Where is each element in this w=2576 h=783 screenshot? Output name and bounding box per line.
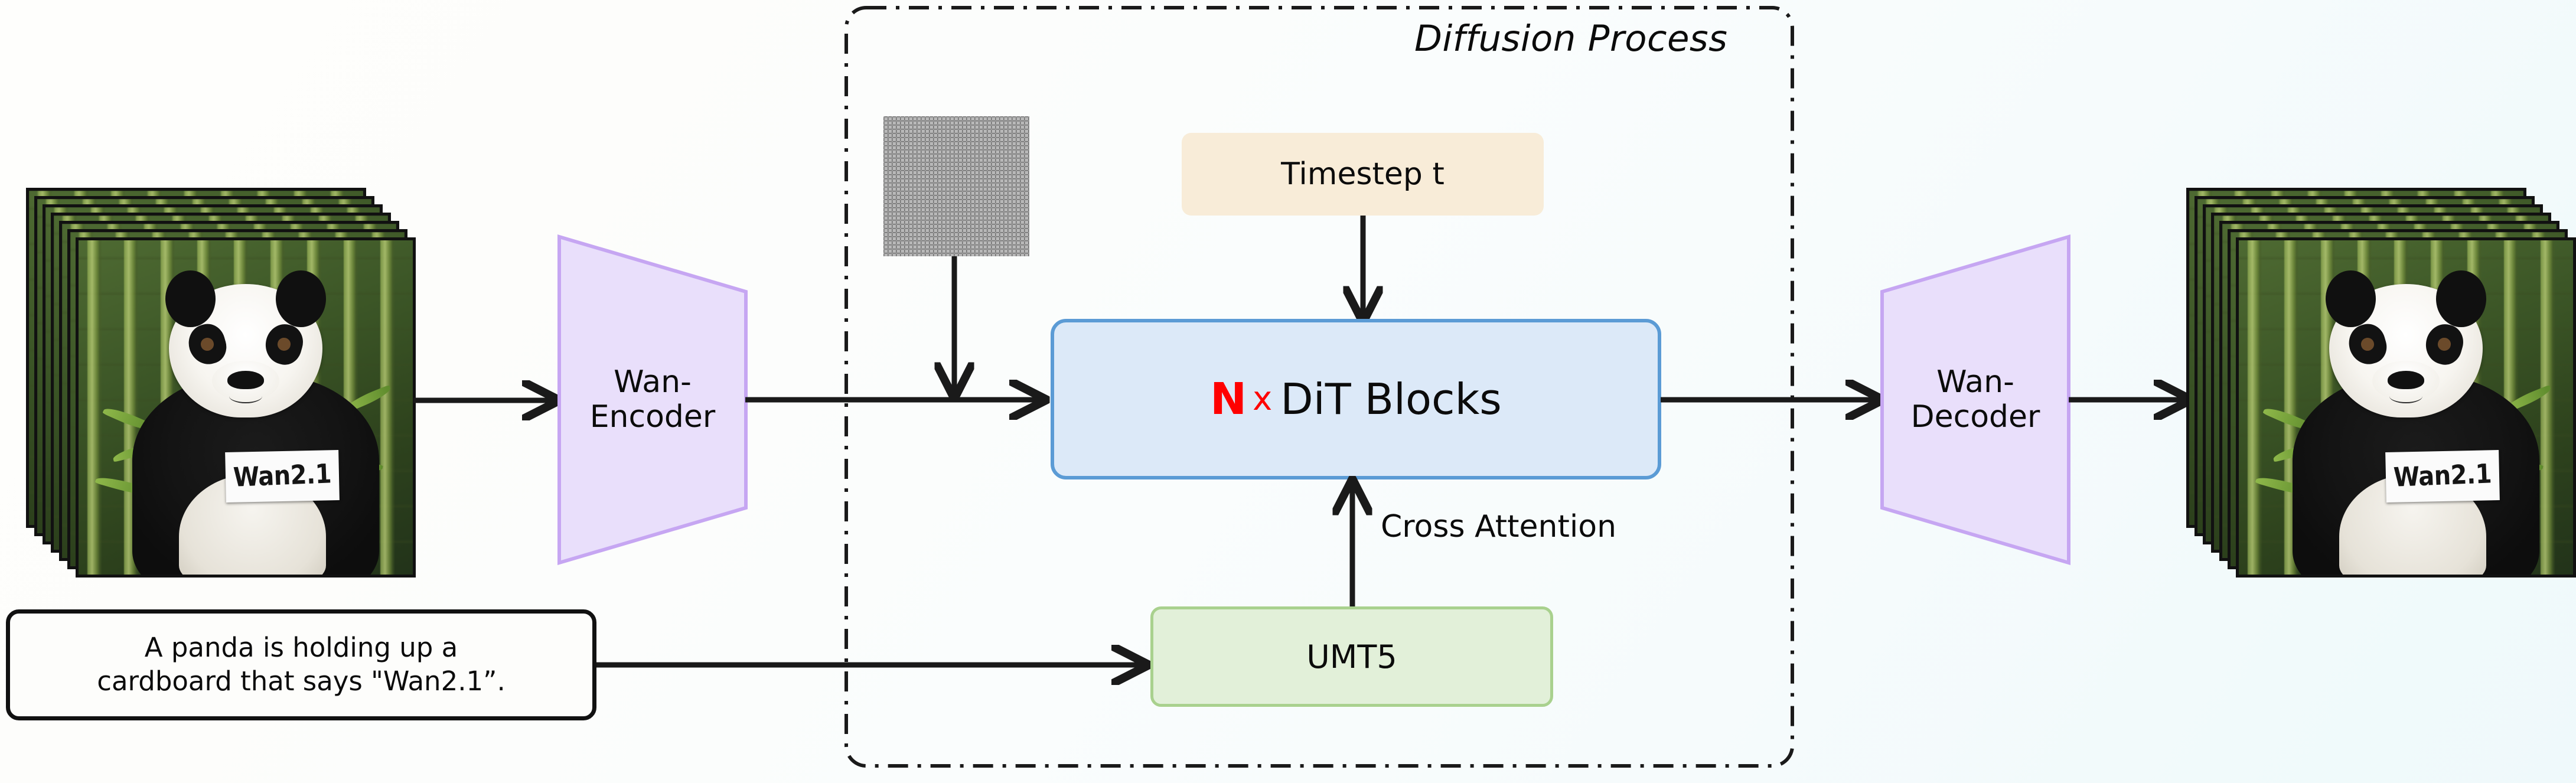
output-video-frame-stack: Wan2.1 [2186,188,2576,585]
panda-mouth [229,389,263,404]
cardboard-sign: Wan2.1 [2385,449,2500,503]
prompt-line-2: cardboard that says "Wan2.1”. [97,665,506,697]
arrow-decoder-to-output [2069,378,2205,423]
wan-encoder-block[interactable]: Wan- Encoder [557,234,748,566]
wan-decoder-shape [1880,234,2070,566]
dit-multiplier: N [1210,374,1247,425]
arrow-noise-to-latent [933,256,978,404]
umt5-block[interactable]: UMT5 [1150,606,1553,707]
panda-ear-left [2326,270,2376,328]
cardboard-sign-text: Wan2.1 [2393,459,2493,493]
dit-blocks-block[interactable]: N x DiT Blocks [1051,319,1661,479]
panda-ear-right [275,270,326,328]
cardboard-sign: Wan2.1 [225,449,340,503]
timestep-block[interactable]: Timestep t [1182,133,1544,216]
arrow-dit-to-decoder [1661,378,1909,423]
panda-mouth [2389,389,2423,404]
arrow-input-to-encoder [413,378,573,423]
gaussian-noise-patch [883,116,1029,256]
cross-attention-label: Cross Attention [1381,509,1617,544]
panda-ear-left [165,270,216,328]
diffusion-region-outline [844,6,1794,768]
diffusion-process-label: Diffusion Process [1414,18,1728,60]
prompt-textbox[interactable]: A panda is holding up a cardboard that s… [6,609,596,720]
panda-ear-right [2435,270,2486,328]
video-frame-front: Wan2.1 [2236,237,2576,578]
prompt-line-1: A panda is holding up a [144,632,458,664]
arrow-timestep-to-dit [1342,216,1387,328]
diffusion-process-region [844,6,1794,768]
arrow-encoder-to-dit [745,378,1058,423]
umt5-label: UMT5 [1306,638,1397,676]
timestep-label: Timestep t [1281,156,1444,192]
wan-decoder-block[interactable]: Wan- Decoder [1880,234,2070,566]
wan-encoder-shape [557,234,748,566]
panda-nose [227,370,265,389]
arrow-umt5-to-dit [1331,479,1376,606]
input-video-frame-stack: Wan2.1 [26,188,439,585]
video-frame-front: Wan2.1 [76,237,416,578]
arrow-prompt-to-umt5 [596,642,1163,687]
cardboard-sign-text: Wan2.1 [233,459,332,493]
panda-nose [2387,370,2425,389]
dit-blocks-label: DiT Blocks [1280,374,1502,424]
dit-times-symbol: x [1253,380,1273,418]
